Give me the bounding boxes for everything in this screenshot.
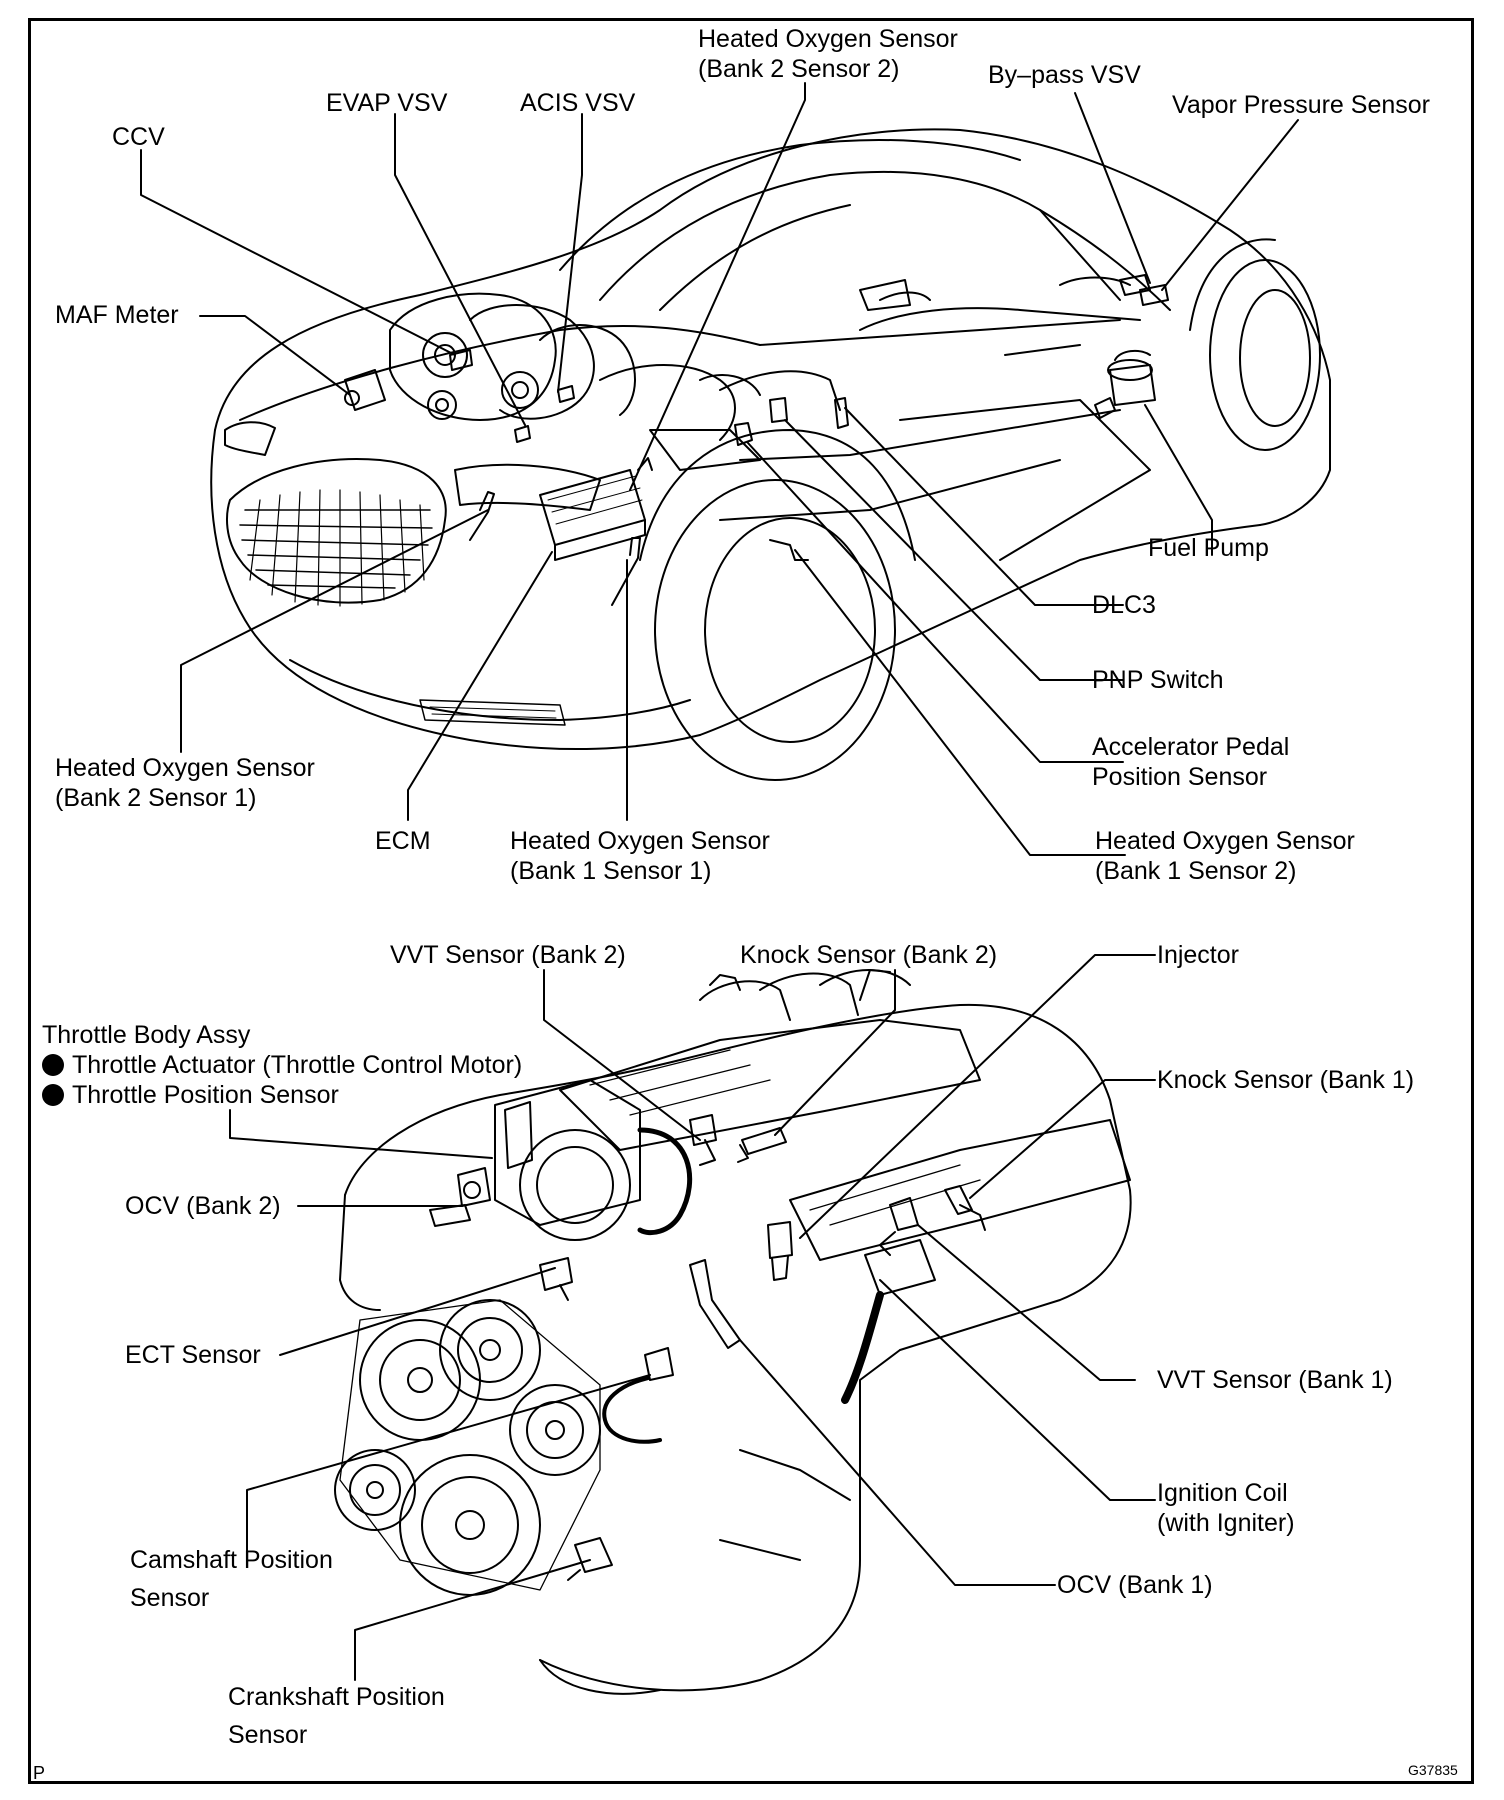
label-accelerator-pedal-position-sensor: Accelerator Pedal Position Sensor [1092, 733, 1290, 791]
label-dlc3: DLC3 [1092, 591, 1156, 619]
label-evap-vsv: EVAP VSV [326, 89, 448, 117]
label-throttle-body-assy: Throttle Body Assy Throttle Actuator (Th… [42, 1021, 523, 1109]
label-ocv-bank1: OCV (Bank 1) [1057, 1571, 1213, 1599]
figure-code: G37835 [1408, 1762, 1458, 1778]
label-ho2-bank2-sensor1: Heated Oxygen Sensor (Bank 2 Sensor 1) [55, 754, 315, 812]
label-ignition-coil: Ignition Coil (with Igniter) [1157, 1479, 1295, 1537]
corner-mark-left: P [33, 1763, 46, 1783]
label-ocv-bank2: OCV (Bank 2) [125, 1192, 281, 1220]
leader-lines [140, 82, 1299, 1681]
label-vvt-sensor-bank1: VVT Sensor (Bank 1) [1157, 1366, 1393, 1394]
label-ecm: ECM [375, 827, 431, 855]
bullet-icon [42, 1084, 64, 1106]
bullet-icon [42, 1054, 64, 1076]
label-fuel-pump: Fuel Pump [1148, 534, 1269, 562]
label-acis-vsv: ACIS VSV [520, 89, 636, 117]
label-pnp-switch: PNP Switch [1092, 666, 1224, 694]
label-crankshaft-position-sensor: Crankshaft Position Sensor [228, 1683, 445, 1749]
label-ho2-bank1-sensor2: Heated Oxygen Sensor (Bank 1 Sensor 2) [1095, 827, 1355, 885]
diagram-frame [28, 18, 1474, 1784]
label-injector: Injector [1157, 941, 1239, 969]
label-ho2-bank2-sensor2: Heated Oxygen Sensor (Bank 2 Sensor 2) [698, 25, 958, 83]
label-knock-sensor-bank2: Knock Sensor (Bank 2) [740, 941, 998, 969]
label-vapor-pressure-sensor: Vapor Pressure Sensor [1172, 91, 1430, 119]
car-illustration [210, 128, 1331, 781]
label-bypass-vsv: By–pass VSV [988, 61, 1141, 89]
label-maf-meter: MAF Meter [55, 301, 179, 329]
label-vvt-sensor-bank2: VVT Sensor (Bank 2) [390, 941, 626, 969]
label-ho2-bank1-sensor1: Heated Oxygen Sensor (Bank 1 Sensor 1) [510, 827, 770, 885]
label-ccv: CCV [112, 123, 165, 151]
label-knock-sensor-bank1: Knock Sensor (Bank 1) [1157, 1066, 1415, 1094]
label-camshaft-position-sensor: Camshaft Position Sensor [130, 1546, 333, 1612]
label-ect-sensor: ECT Sensor [125, 1341, 261, 1369]
